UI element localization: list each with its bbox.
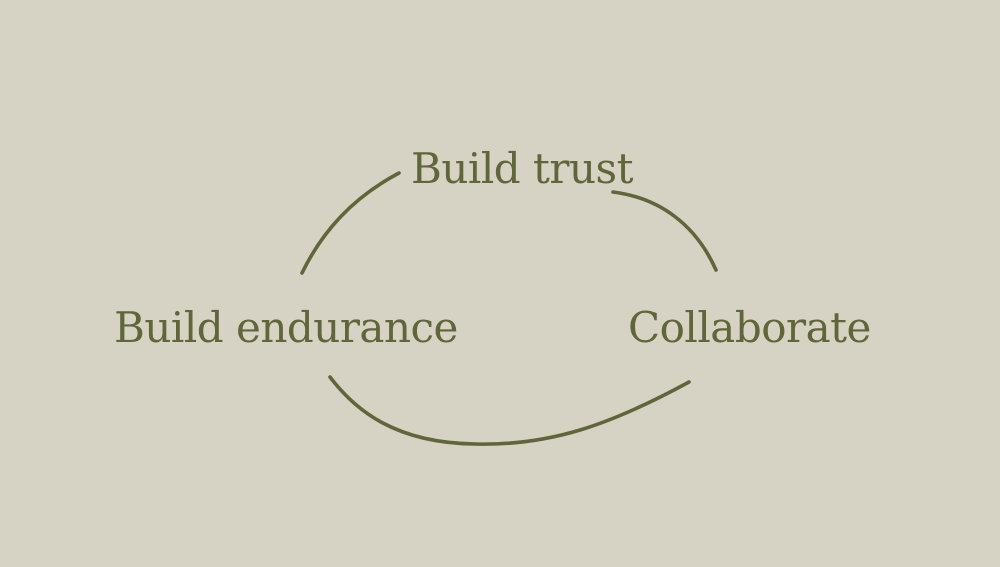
node-collaborate: Collaborate — [628, 303, 871, 352]
arc-trust-to-collaborate — [611, 190, 718, 272]
arc-endurance-to-trust — [300, 171, 401, 275]
node-build-trust: Build trust — [411, 144, 633, 193]
node-build-endurance: Build endurance — [114, 303, 458, 352]
arc-collaborate-to-endurance — [328, 375, 691, 446]
